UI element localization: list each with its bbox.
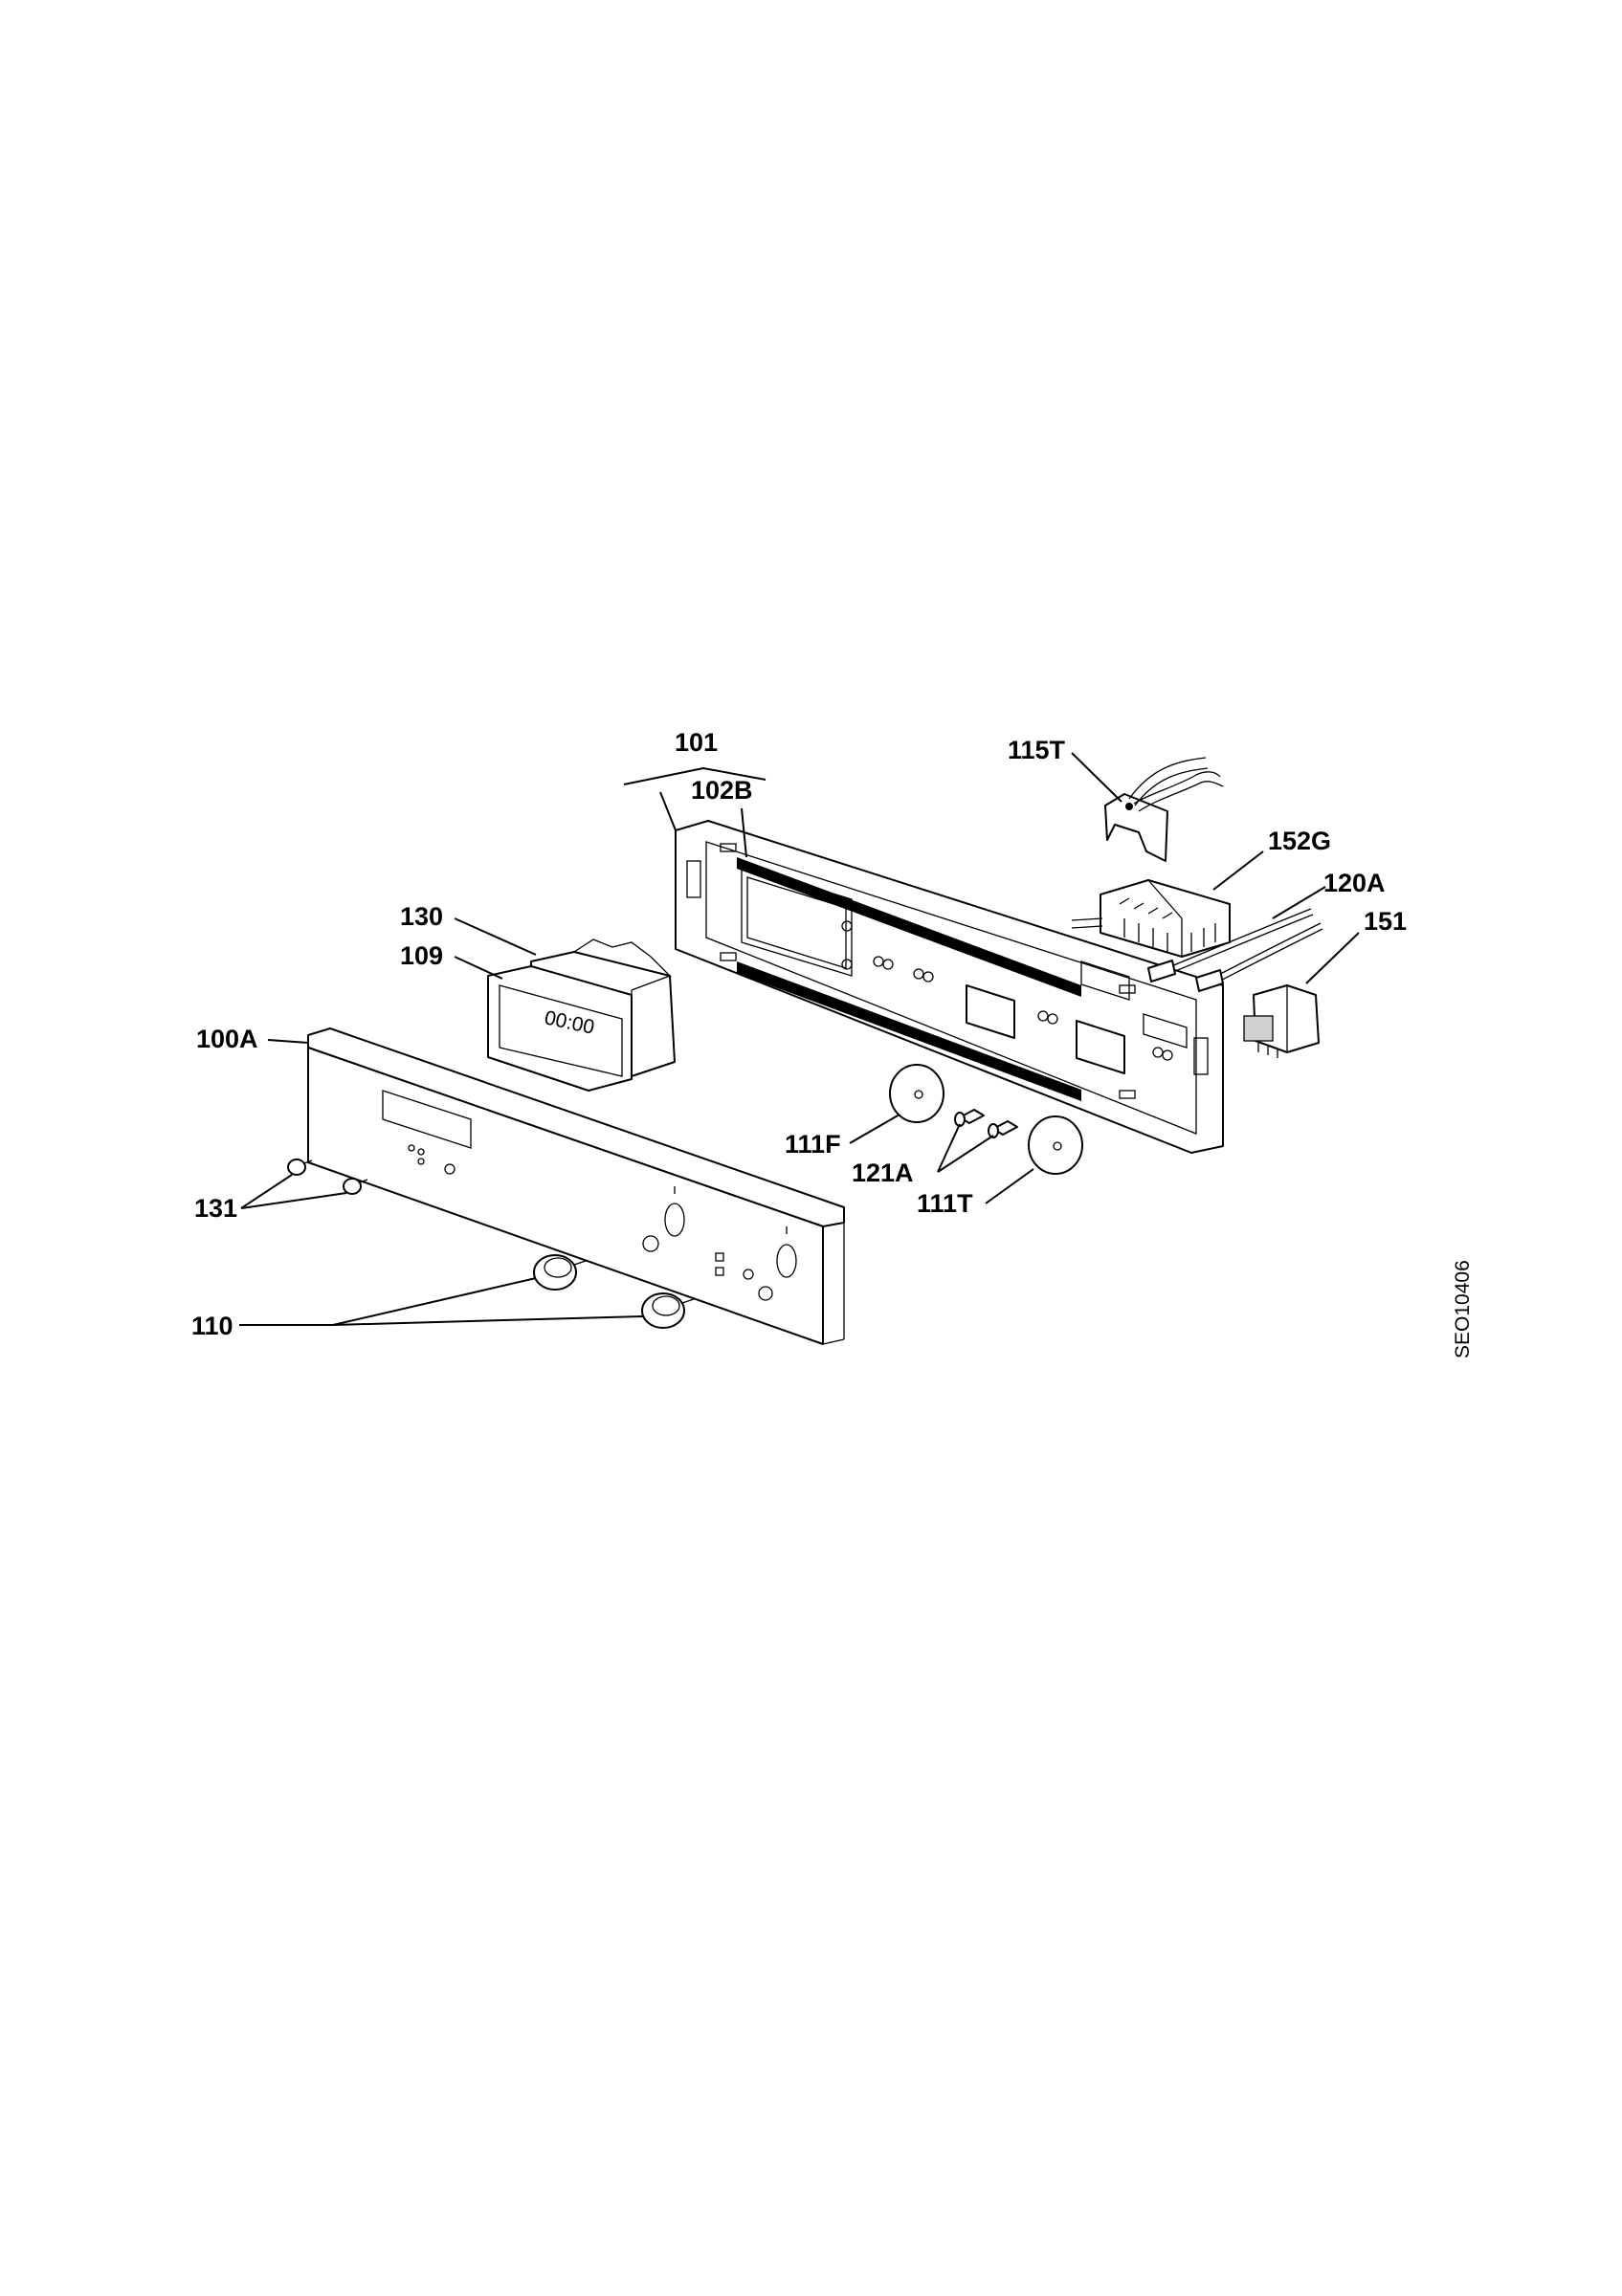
callout-120A: 120A	[1323, 869, 1386, 897]
control-knobs-110	[533, 1254, 695, 1329]
callout-111F: 111F	[785, 1130, 841, 1159]
thermostat-115T	[1104, 757, 1224, 862]
callout-labels: 101 102B 115T 152G 120A 151 130 109 100A…	[191, 728, 1407, 1340]
callout-111T: 111T	[917, 1189, 973, 1218]
callout-110: 110	[191, 1312, 233, 1340]
control-panel-frame-101	[675, 820, 1224, 1154]
drawing-code: SEO10406	[1452, 1260, 1474, 1358]
front-panel-100A	[307, 1027, 845, 1345]
callout-151: 151	[1364, 907, 1407, 936]
callout-115T: 115T	[1008, 736, 1066, 764]
reflector-disc-111F	[889, 1064, 944, 1123]
indicator-lamps-121A	[954, 1109, 1018, 1138]
callout-121A: 121A	[852, 1159, 914, 1187]
callout-152G: 152G	[1268, 827, 1331, 855]
callout-131: 131	[194, 1194, 237, 1223]
callout-109: 109	[400, 941, 443, 970]
reflector-disc-111T	[1028, 1115, 1083, 1175]
callout-102B: 102B	[691, 776, 753, 805]
callout-101: 101	[675, 728, 718, 757]
clock-display-109: 00:00	[487, 965, 633, 1092]
push-buttons-131	[287, 1159, 368, 1195]
power-module-151	[1243, 984, 1320, 1058]
callout-130: 130	[400, 902, 443, 931]
lamp-wires-120A	[1147, 908, 1323, 992]
gasket-strips-102B	[737, 857, 1081, 1101]
leader-lines	[239, 752, 1360, 1326]
callout-100A: 100A	[196, 1025, 258, 1053]
